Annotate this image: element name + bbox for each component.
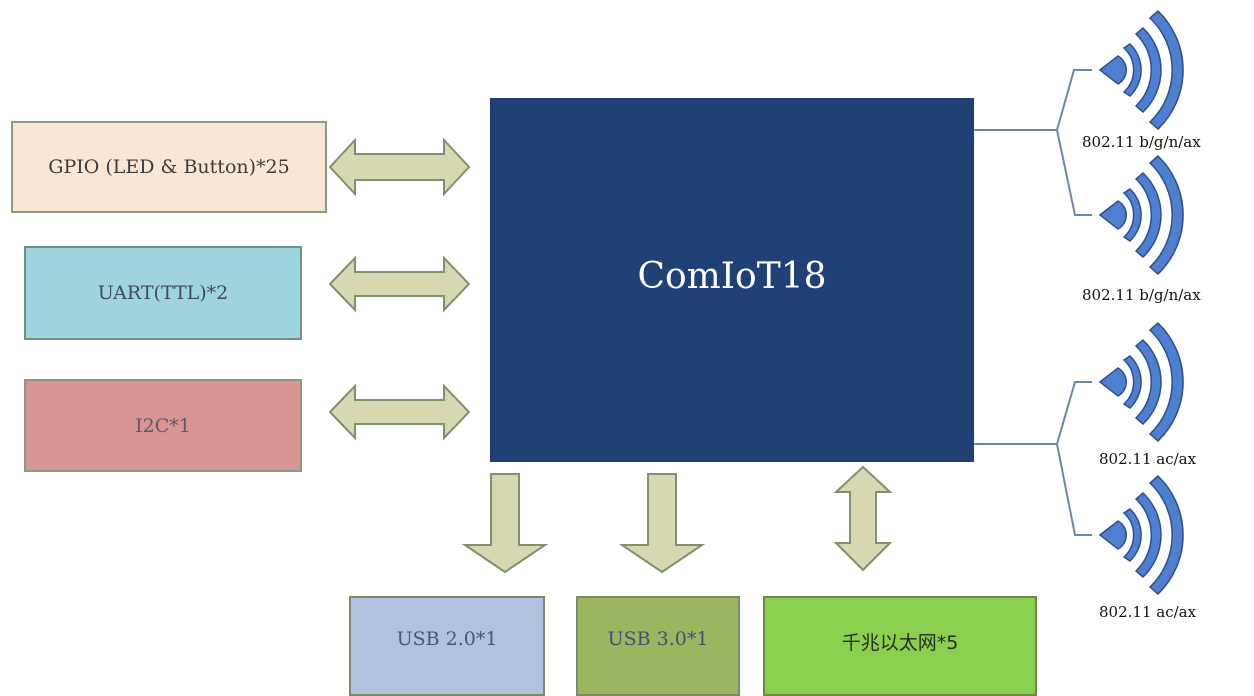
usb2-down-arrow <box>461 473 549 574</box>
i2c-block: I2C*1 <box>24 379 302 472</box>
usb3-block: USB 3.0*1 <box>576 596 740 696</box>
i2c-label: I2C*1 <box>135 414 191 437</box>
uart-block: UART(TTL)*2 <box>24 246 302 340</box>
wireless-label-3: 802.11 ac/ax <box>1099 450 1197 468</box>
wireless-label-1: 802.11 b/g/n/ax <box>1082 133 1201 151</box>
uart-double-arrow <box>328 255 471 313</box>
wifi-signal-icon <box>1098 9 1184 131</box>
comiot18-chip-block: ComIoT18 <box>490 98 974 462</box>
ethernet-double-arrow <box>833 465 893 572</box>
wireless-label-2: 802.11 b/g/n/ax <box>1082 286 1201 304</box>
wifi-signal-icon <box>1098 321 1184 443</box>
i2c-double-arrow <box>328 383 471 441</box>
wifi-signal-icon <box>1098 154 1184 276</box>
usb3-label: USB 3.0*1 <box>607 628 709 650</box>
wireless-label-4: 802.11 ac/ax <box>1099 603 1197 621</box>
ethernet-label: 千兆以太网*5 <box>841 632 959 654</box>
usb2-block: USB 2.0*1 <box>349 596 545 696</box>
uart-label: UART(TTL)*2 <box>97 282 229 304</box>
chip-label: ComIoT18 <box>637 256 827 297</box>
antenna-lines-bottom <box>974 381 1092 536</box>
antenna-lines-top <box>974 69 1092 216</box>
gpio-label: GPIO (LED & Button)*25 <box>48 156 290 178</box>
wifi-signal-icon <box>1098 474 1184 596</box>
usb3-down-arrow <box>618 473 706 574</box>
gpio-block: GPIO (LED & Button)*25 <box>11 121 327 213</box>
gpio-double-arrow <box>328 137 471 197</box>
ethernet-block: 千兆以太网*5 <box>763 596 1037 696</box>
usb2-label: USB 2.0*1 <box>396 628 498 650</box>
